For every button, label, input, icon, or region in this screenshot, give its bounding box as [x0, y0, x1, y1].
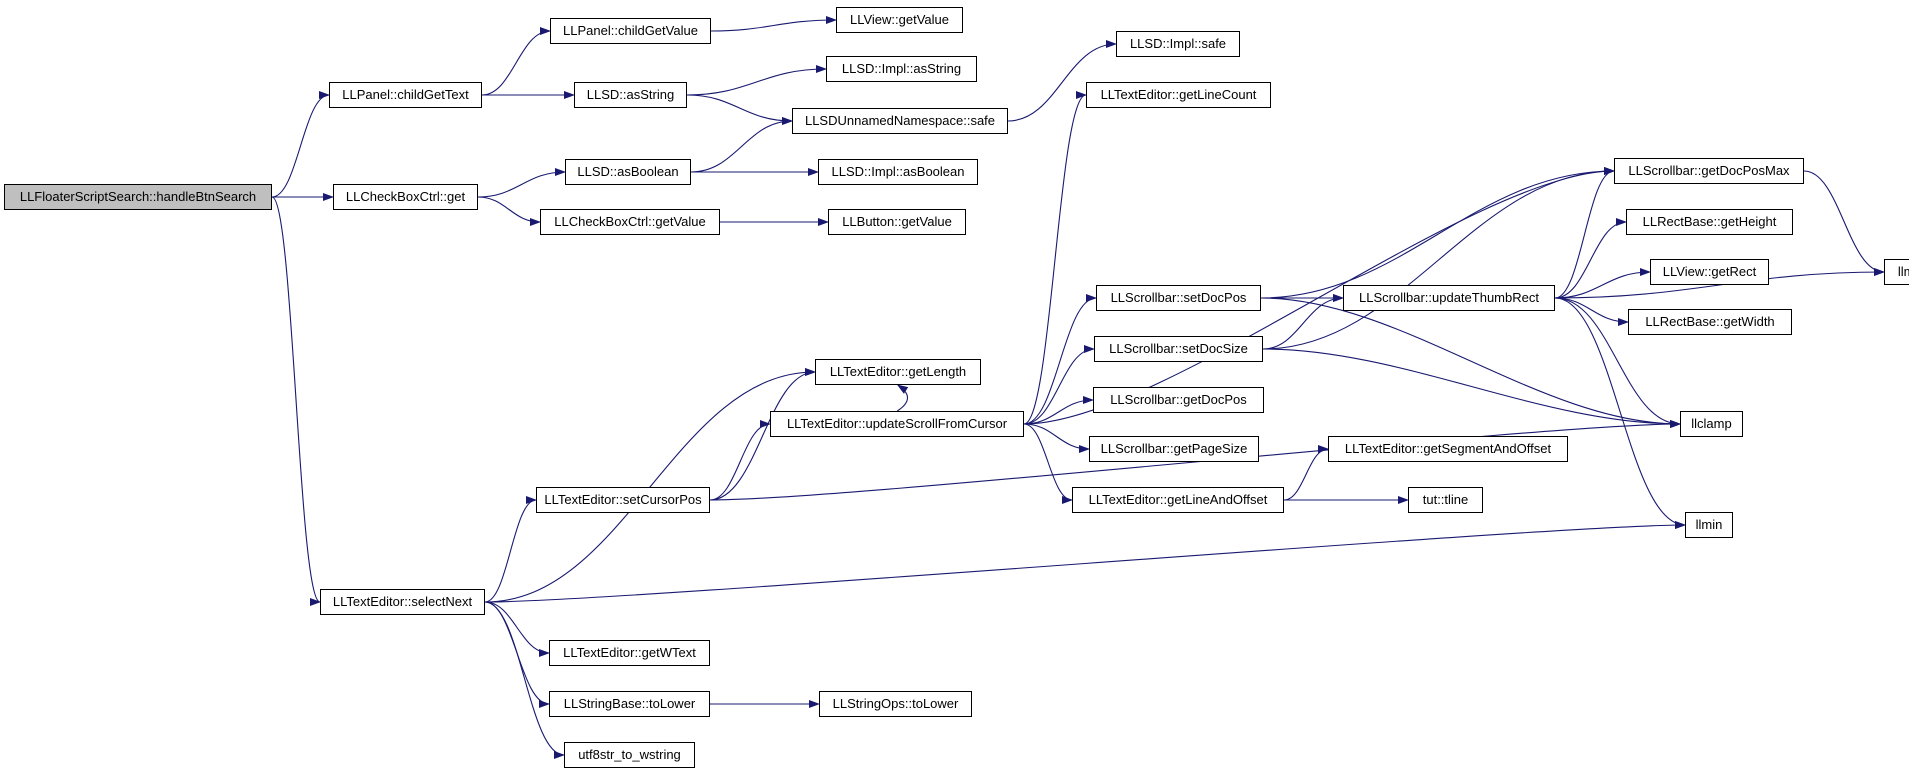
edge-handleBtnSearch-to-childGetText: [271, 91, 330, 198]
node-llmin[interactable]: llmin: [1685, 512, 1733, 538]
edge-selectNext-to-getWText: [484, 601, 550, 657]
edge-getLineAndOffset-to-getSegmentAndOffset: [1283, 445, 1329, 501]
node-update-scroll[interactable]: LLTextEditor::updateScrollFromCursor: [770, 411, 1024, 437]
node-string-base-to-lower[interactable]: LLStringBase::toLower: [549, 691, 710, 717]
edge-llsdAsBoolean-to-unnamedSafe: [690, 117, 793, 173]
node-impl-as-string[interactable]: LLSD::Impl::asString: [826, 56, 977, 82]
edge-setDocSize-to-getDocPosMax: [1262, 167, 1615, 350]
edge-selectNext-to-setCursorPos: [484, 496, 537, 603]
edge-updateScroll-to-getLength: [896, 384, 909, 412]
node-string-ops-to-lower[interactable]: LLStringOps::toLower: [819, 691, 972, 717]
edge-setDocSize-to-updateThumbRect: [1262, 294, 1344, 350]
node-get-height[interactable]: LLRectBase::getHeight: [1626, 209, 1793, 235]
node-impl-safe[interactable]: LLSD::Impl::safe: [1116, 31, 1240, 57]
node-checkbox-get[interactable]: LLCheckBoxCtrl::get: [333, 184, 478, 210]
node-update-thumb-rect[interactable]: LLScrollbar::updateThumbRect: [1343, 285, 1555, 311]
edge-setCursorPos-to-getLength: [709, 368, 816, 501]
edges-layer: [271, 16, 1885, 759]
edge-updateScroll-to-getPageSize: [1023, 423, 1090, 453]
edge-updateScroll-to-setDocSize: [1023, 345, 1095, 425]
node-get-wtext[interactable]: LLTextEditor::getWText: [549, 640, 710, 666]
edge-updateThumbRect-to-getDocPosMax: [1554, 167, 1615, 299]
node-impl-as-boolean[interactable]: LLSD::Impl::asBoolean: [818, 159, 978, 185]
node-tline[interactable]: tut::tline: [1408, 487, 1483, 513]
edge-updateThumbRect-to-getRect: [1554, 268, 1651, 299]
node-set-doc-size[interactable]: LLScrollbar::setDocSize: [1094, 336, 1263, 362]
node-llsd-as-boolean[interactable]: LLSD::asBoolean: [565, 159, 691, 185]
edge-setDocSize-to-llclamp: [1262, 348, 1681, 428]
edge-updateScroll-to-setDocPos: [1023, 294, 1097, 425]
node-llsd-as-string[interactable]: LLSD::asString: [574, 82, 687, 108]
node-get-page-size[interactable]: LLScrollbar::getPageSize: [1089, 436, 1259, 462]
node-child-get-text[interactable]: LLPanel::childGetText: [329, 82, 482, 108]
node-select-next[interactable]: LLTextEditor::selectNext: [320, 589, 485, 615]
node-get-line-and-offset[interactable]: LLTextEditor::getLineAndOffset: [1072, 487, 1284, 513]
edge-setCursorPos-to-llclamp: [709, 420, 1681, 501]
node-get-width[interactable]: LLRectBase::getWidth: [1628, 309, 1792, 335]
edge-handleBtnSearch-to-selectNext: [271, 196, 321, 606]
node-get-doc-pos[interactable]: LLScrollbar::getDocPos: [1093, 387, 1264, 413]
node-get-length[interactable]: LLTextEditor::getLength: [815, 359, 981, 385]
edge-checkboxGet-to-llsdAsBoolean: [477, 168, 566, 198]
node-set-cursor-pos[interactable]: LLTextEditor::setCursorPos: [536, 487, 710, 513]
node-handle-btn-search[interactable]: LLFloaterScriptSearch::handleBtnSearch: [4, 184, 272, 210]
node-set-doc-pos[interactable]: LLScrollbar::setDocPos: [1096, 285, 1261, 311]
edge-llsdAsString-to-unnamedSafe: [686, 94, 793, 125]
edge-childGetText-to-childGetValue: [481, 27, 551, 96]
edge-updateScroll-to-getLineCount: [1023, 91, 1087, 425]
node-utf8str[interactable]: utf8str_to_wstring: [564, 742, 695, 768]
node-llmax[interactable]: llmax: [1884, 259, 1909, 285]
edge-updateThumbRect-to-llmax: [1554, 268, 1885, 299]
edge-setDocPos-to-getDocPosMax: [1260, 167, 1615, 299]
edge-getDocPosMax-to-llmax: [1803, 170, 1885, 276]
edge-updateThumbRect-to-llclamp: [1554, 297, 1681, 428]
node-get-line-count[interactable]: LLTextEditor::getLineCount: [1086, 82, 1271, 108]
node-get-doc-pos-max[interactable]: LLScrollbar::getDocPosMax: [1614, 158, 1804, 184]
node-checkbox-get-value[interactable]: LLCheckBoxCtrl::getValue: [540, 209, 720, 235]
edge-unnamedSafe-to-implSafe: [1007, 40, 1117, 122]
edge-selectNext-to-utf8str: [484, 601, 565, 759]
node-get-segment-and-offset[interactable]: LLTextEditor::getSegmentAndOffset: [1328, 436, 1568, 462]
edge-llsdAsString-to-implAsString: [686, 65, 827, 96]
edge-updateThumbRect-to-getHeight: [1554, 218, 1627, 299]
node-button-get-value[interactable]: LLButton::getValue: [828, 209, 966, 235]
edge-updateThumbRect-to-llmin: [1554, 297, 1686, 529]
node-view-get-value[interactable]: LLView::getValue: [836, 7, 963, 33]
edge-setDocPos-to-llclamp: [1260, 297, 1681, 428]
edge-updateScroll-to-getLineAndOffset: [1023, 423, 1073, 504]
edge-selectNext-to-llmin: [484, 521, 1686, 603]
node-llclamp[interactable]: llclamp: [1680, 411, 1743, 437]
edge-childGetValue-to-viewGetValue: [710, 16, 837, 32]
edge-setCursorPos-to-updateScroll: [709, 420, 771, 501]
edge-updateScroll-to-getDocPos: [1023, 396, 1094, 425]
node-child-get-value[interactable]: LLPanel::childGetValue: [550, 18, 711, 44]
node-get-rect[interactable]: LLView::getRect: [1650, 259, 1769, 285]
edge-checkboxGet-to-checkboxGetValue: [477, 196, 541, 226]
node-unnamed-safe[interactable]: LLSDUnnamedNamespace::safe: [792, 108, 1008, 134]
